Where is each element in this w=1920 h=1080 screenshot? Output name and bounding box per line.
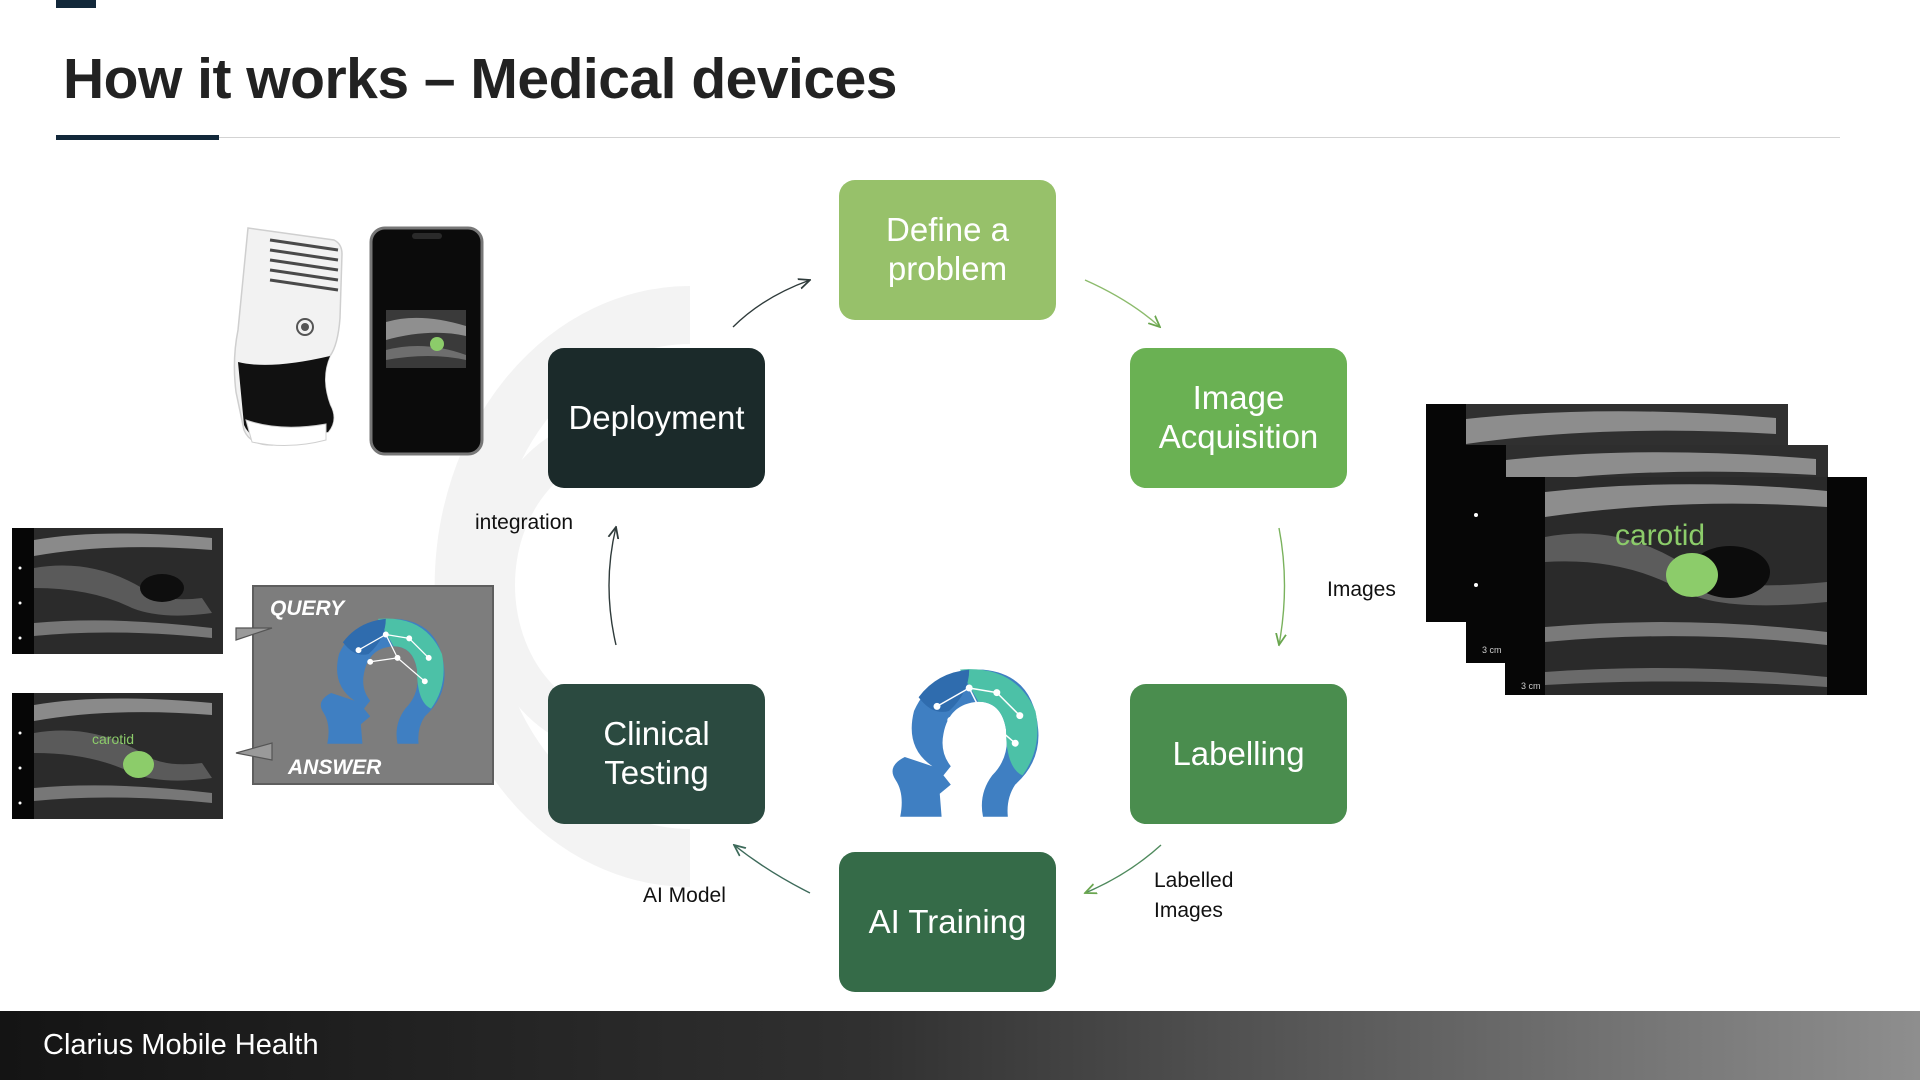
step-labelling-label: Labelling xyxy=(1172,734,1305,772)
query-answer-box: QUERY ANSWER xyxy=(252,585,494,785)
top-accent-mark xyxy=(56,0,96,8)
scale-label-front: 3 cm xyxy=(1521,681,1541,691)
carotid-label-small: carotid xyxy=(92,731,135,747)
carotid-marker xyxy=(1666,553,1718,597)
edge-label-integration: integration xyxy=(475,511,574,534)
step-training-label: AI Training xyxy=(868,902,1027,940)
arrow-testing-to-deployment xyxy=(609,527,616,646)
arrow-acquisition-to-labelling xyxy=(1279,527,1285,645)
step-deployment-label: Deployment xyxy=(568,398,745,436)
step-deployment: Deployment xyxy=(548,348,765,488)
arrow-training-to-testing xyxy=(734,845,811,894)
slide-title: How it works – Medical devices xyxy=(63,47,898,111)
edge-label-labelled-line1: Labelled xyxy=(1154,869,1234,892)
footer-company-name: Clarius Mobile Health xyxy=(43,1029,319,1061)
ultrasound-query-image xyxy=(12,528,223,654)
scale-label-middle: 3 cm xyxy=(1482,645,1502,655)
step-acquisition-line2: Acquisition xyxy=(1158,418,1319,455)
edge-label-images: Images xyxy=(1327,578,1396,601)
arrow-deployment-to-define xyxy=(732,280,810,328)
carotid-label: carotid xyxy=(1615,519,1706,552)
title-accent-bar xyxy=(56,135,219,140)
query-label: QUERY xyxy=(270,597,345,620)
arrow-define-to-acquisition xyxy=(1084,279,1160,327)
step-testing-line1: Clinical xyxy=(603,715,710,753)
step-labelling: Labelling xyxy=(1130,684,1347,824)
answer-label: ANSWER xyxy=(288,756,382,779)
step-define-line2: problem xyxy=(887,250,1008,287)
step-ai-training: AI Training xyxy=(839,852,1056,992)
step-acquisition-line1: Image xyxy=(1192,379,1285,417)
title-divider xyxy=(56,137,1840,138)
carotid-marker-small xyxy=(123,751,154,778)
edge-label-ai-model: AI Model xyxy=(643,884,726,907)
edge-label-labelled-line2: Images xyxy=(1154,899,1223,922)
ultrasound-answer-image: carotid xyxy=(12,693,223,819)
step-define-line1: Define a xyxy=(886,211,1009,249)
arrow-labelling-to-training xyxy=(1085,844,1162,893)
footer-bar: Clarius Mobile Health xyxy=(0,1011,1920,1080)
step-testing-line2: Testing xyxy=(604,754,709,791)
ultrasound-stack-front: carotid 3 cm xyxy=(1505,477,1867,695)
